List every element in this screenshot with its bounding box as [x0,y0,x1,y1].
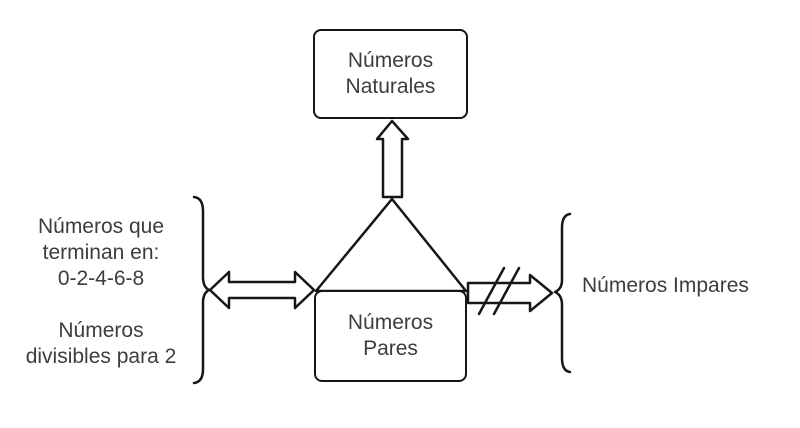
node-label-line: Naturales [345,75,436,98]
left-note-line: terminan en: [42,241,160,264]
node-label-line: Números [347,311,434,334]
node-label-line: Números [347,49,434,72]
left-note-line: 0-2-4-6-8 [57,267,145,290]
block-arrow-up-icon [375,119,410,199]
block-arrow-left-right-icon [208,270,316,310]
right-note: Números Impares [582,274,749,297]
closing-curly-brace-icon [192,195,211,385]
left-note-line: divisibles para 2 [25,345,177,368]
node-numeros-pares: Números Pares [314,290,467,382]
left-note: Números que terminan en: 0-2-4-6-8 Númer… [0,214,202,370]
block-arrow-right-icon [466,273,554,313]
opening-curly-brace-icon [553,212,572,374]
left-note-line: Números que [37,215,165,238]
node-label-line: Pares [363,337,418,360]
left-note-spacer [0,292,202,318]
node-numeros-naturales: Números Naturales [313,29,468,119]
triangle-connector-icon [314,197,468,293]
double-slash-negation-icon [477,266,521,316]
left-note-line: Números [58,319,144,342]
